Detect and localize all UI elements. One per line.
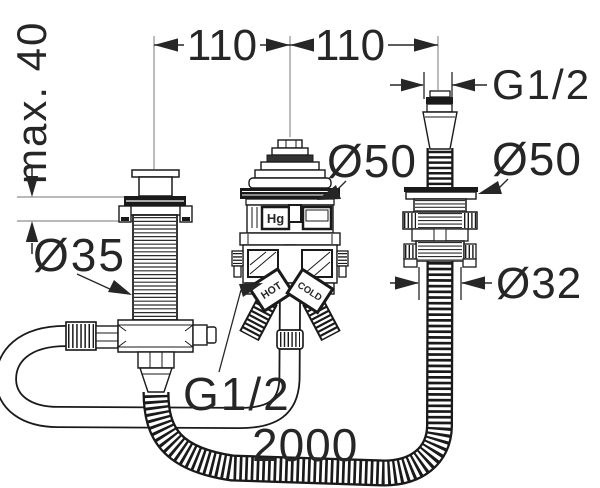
dim-g12-bottom: G1/2 [183,368,291,420]
middle-mixer-unit: Hg HOT COLD [231,139,349,342]
dim-dia32: Ø32 [496,259,582,308]
cartridge-flange [240,188,340,199]
cap-plate [131,169,180,178]
arrowhead [478,181,502,194]
dim-dia50-right: Ø50 [492,133,582,185]
tail-hex [137,351,175,369]
side-port-cap [206,326,217,344]
leader-dia50-right [498,178,509,189]
lower-sleeve [415,240,465,262]
leader-dia35 [76,273,113,291]
hot-tag: HOT [247,266,295,314]
arrowhead [401,78,424,92]
arrowhead [108,280,132,295]
arrowhead [461,276,485,290]
collar [129,205,182,216]
tip-band [426,103,453,113]
stem-step4 [260,161,320,171]
arrowhead [395,276,419,290]
dim-g12-top: G1/2 [492,61,591,108]
right-window [301,205,333,231]
o-ring [426,97,453,104]
dim-max40: max. 40 [8,21,55,184]
tab-hook-right [182,217,190,221]
arrowhead [25,176,39,197]
hook-tab-left [403,258,418,268]
corrugation-ribs [144,259,452,485]
arrowhead [266,38,290,52]
hot-tag-frame [247,266,295,314]
right-outlet-unit [402,90,478,268]
arrowhead [452,78,475,92]
hose-coupling-border [276,329,304,350]
tail-cone [139,367,173,393]
dim-dia35: Ø35 [33,229,126,281]
screw-nub-left [233,265,242,278]
stem-step1 [277,139,303,149]
arrowhead [290,38,314,52]
left-valve-body [65,169,217,393]
brand-logo: Hg [267,211,284,226]
hose-fill [0,295,300,428]
hex-adapter [95,325,119,349]
deck-flange [405,191,477,200]
dim-2000: 2000 [252,419,358,471]
tab-hook-left [121,217,129,221]
arrowhead [25,221,39,242]
arrowhead [414,38,438,52]
dim-dia50-mid: Ø50 [327,135,417,187]
cartridge-dome [248,177,332,189]
deck-flange-top [404,187,478,192]
cone-adapter [422,111,458,150]
right-window-inner [305,209,329,222]
center-slot [288,204,302,223]
dimension-texts: 110 110 G1/2 max. 40 Ø35 Ø50 Ø50 Ø32 G1/… [8,21,591,471]
hook-tab-right [462,258,477,268]
leader-dia50-mid [335,180,347,192]
dimension-graphics [25,38,509,373]
mixed-water-hose [0,293,304,430]
side-port [192,324,208,346]
arrowhead [154,38,178,52]
cold-tag: COLD [285,267,335,315]
left-window-hatch [249,251,277,275]
corrugated-hose-2000 [142,259,454,487]
right-window-hatch [303,251,331,277]
spacer-notch [433,228,447,242]
screw-nub-right [338,265,347,278]
cold-tag-frame [285,267,335,315]
stem-step5 [254,169,326,179]
dim-110-right: 110 [315,21,385,70]
dim-110-left: 110 [187,21,257,70]
leader-g12-bottom [218,289,242,373]
arrowhead [317,185,341,200]
cap-body [138,176,173,197]
stem-step2 [271,147,309,156]
thread-tip [429,90,451,98]
mid-plate [239,232,341,246]
stem-step3 [266,154,314,163]
tee-chamfers [117,324,194,348]
arrowhead [239,283,263,297]
